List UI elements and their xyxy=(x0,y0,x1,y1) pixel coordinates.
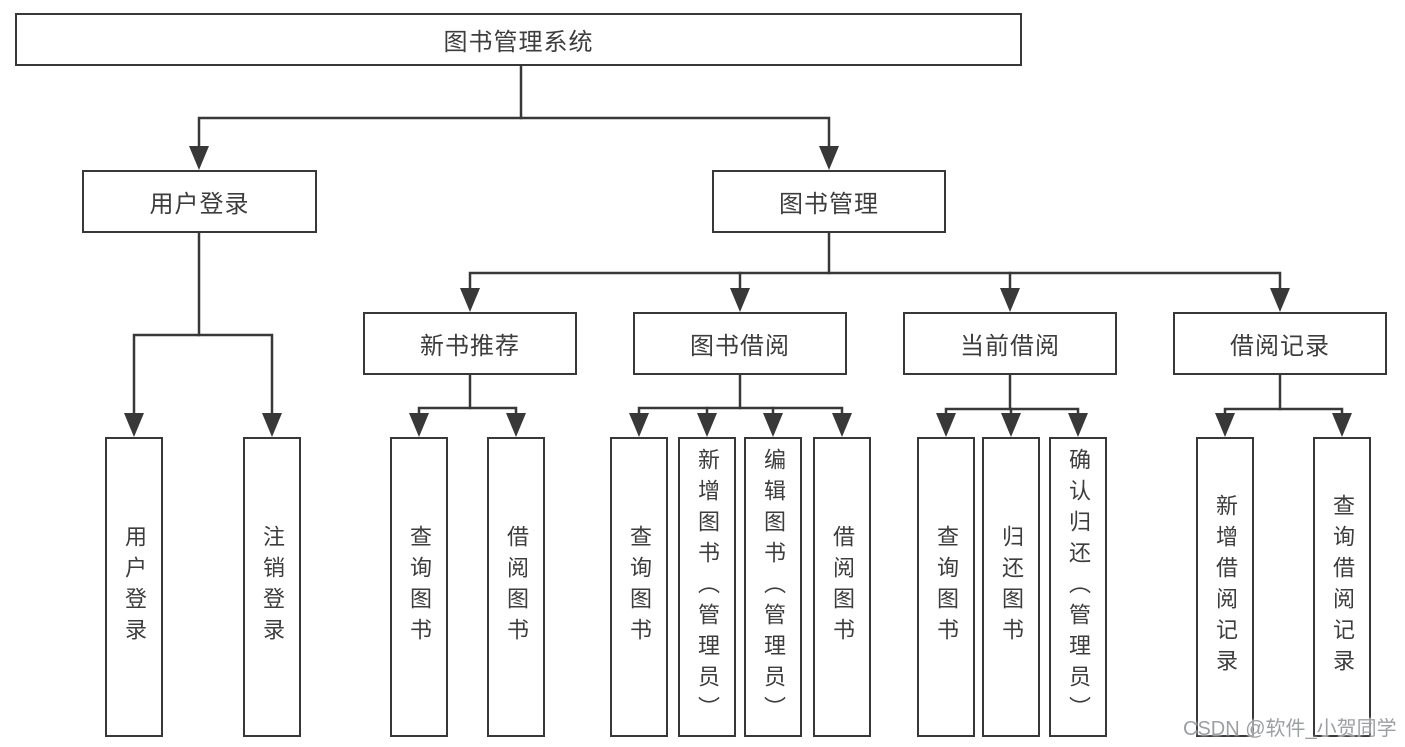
node-current-borrow: 当前借阅 xyxy=(903,312,1117,375)
leaf-query-books-borrow: 查询图书 xyxy=(610,437,668,737)
leaf-logout: 注销登录 xyxy=(243,437,301,737)
node-root-system: 图书管理系统 xyxy=(15,13,1022,66)
leaf-add-books-admin: 新增图书（管理员） xyxy=(678,437,736,737)
leaf-query-books-recommend: 查询图书 xyxy=(390,437,448,737)
leaf-confirm-return-admin: 确认归还（管理员） xyxy=(1049,437,1107,737)
node-new-book-recommend: 新书推荐 xyxy=(363,312,577,375)
leaf-query-books-current: 查询图书 xyxy=(917,437,975,737)
leaf-edit-books-admin: 编辑图书（管理员） xyxy=(744,437,802,737)
csdn-watermark: CSDN @软件_小贺同学 xyxy=(1183,718,1397,740)
node-book-management: 图书管理 xyxy=(712,170,946,233)
node-book-borrow: 图书借阅 xyxy=(633,312,847,375)
leaf-add-borrow-record: 新增借阅记录 xyxy=(1196,437,1254,737)
node-user-login: 用户登录 xyxy=(82,170,317,233)
leaf-borrow-books: 借阅图书 xyxy=(813,437,871,737)
leaf-borrow-books-recommend: 借阅图书 xyxy=(487,437,545,737)
leaf-query-borrow-record: 查询借阅记录 xyxy=(1313,437,1371,737)
node-borrow-records: 借阅记录 xyxy=(1173,312,1387,375)
leaf-return-books: 归还图书 xyxy=(982,437,1040,737)
leaf-user-login: 用户登录 xyxy=(105,437,163,737)
